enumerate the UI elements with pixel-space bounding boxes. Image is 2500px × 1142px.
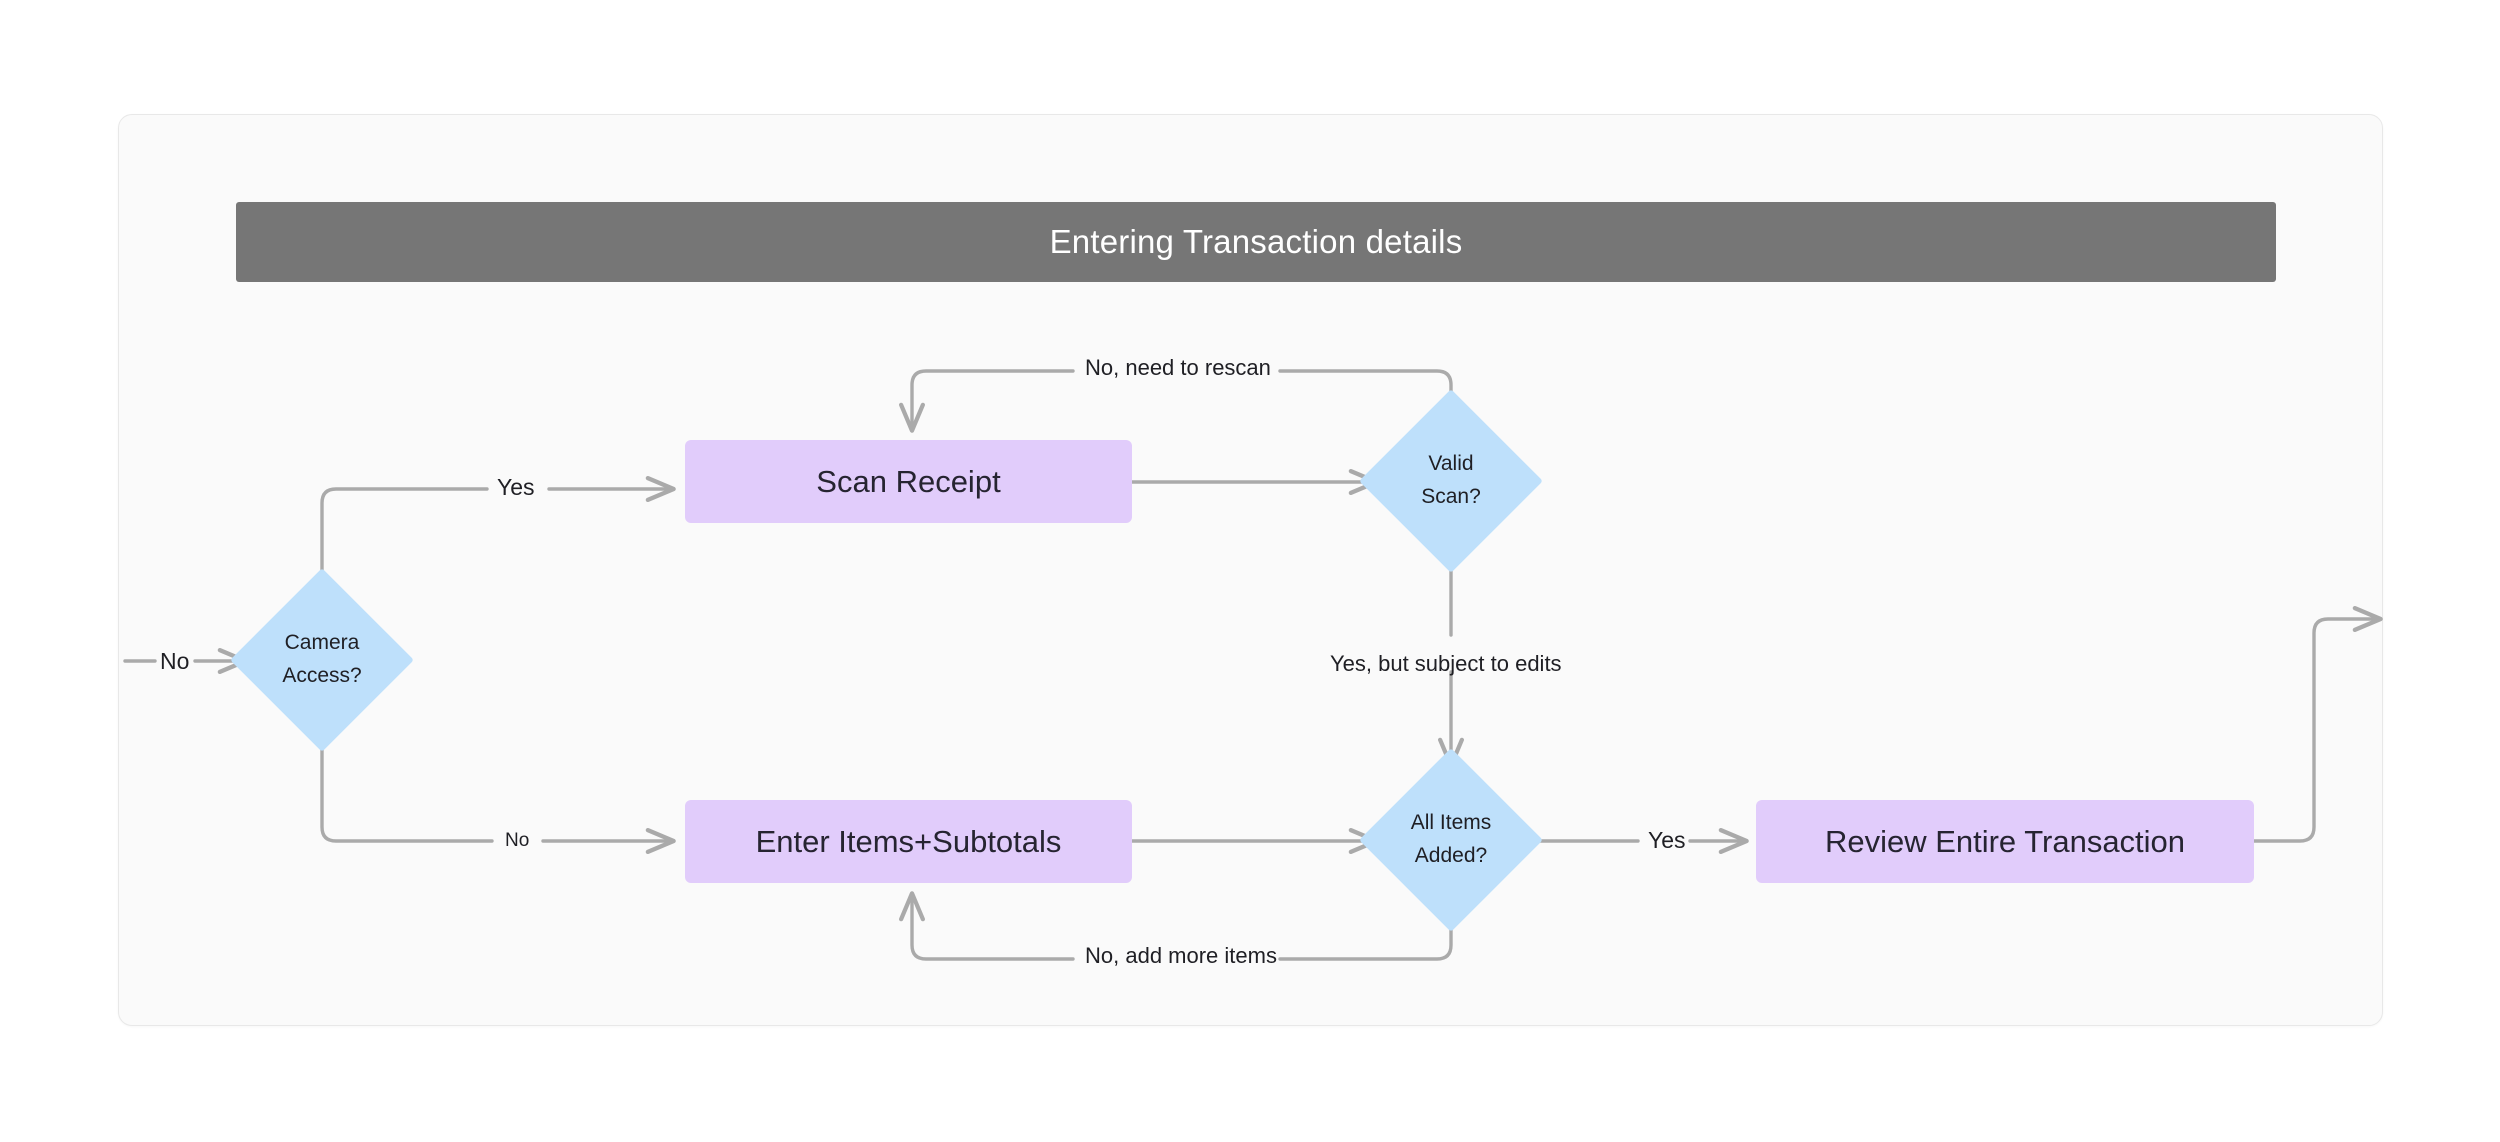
process-review-label: Review Entire Transaction (1824, 823, 2186, 859)
decision-camera-access[interactable]: Camera Access? (230, 568, 414, 752)
decision-label-line-2: Scan? (1421, 485, 1481, 508)
process-review-entire-transaction[interactable]: Review Entire Transaction (1756, 800, 2254, 883)
process-scan-receipt[interactable]: Scan Receipt (685, 440, 1132, 523)
edge-label-no-to-enter-items: No (505, 830, 530, 851)
decision-label-line-1: Camera (284, 631, 360, 655)
edge-label-entry-no: No (160, 648, 190, 674)
decision-all-items-label: All Items Added? (1411, 807, 1492, 872)
decision-valid-scan[interactable]: Valid Scan? (1359, 389, 1543, 573)
panel-title-bar: Entering Transaction details (236, 202, 2276, 282)
edge-label-yes-to-scan: Yes (497, 474, 535, 500)
edge-label-no-add-more-items: No, add more items (1085, 943, 1277, 968)
decision-label-line-1: All Items (1410, 811, 1492, 835)
edge-label-yes-but-subject-to-edits: Yes, but subject to edits (1330, 651, 1562, 676)
decision-label-line-1: Valid (1428, 452, 1474, 476)
process-scan-receipt-label: Scan Receipt (816, 463, 1001, 499)
decision-all-items-added[interactable]: All Items Added? (1359, 748, 1543, 932)
decision-valid-scan-label: Valid Scan? (1421, 448, 1481, 513)
decision-camera-access-label: Camera Access? (282, 627, 361, 692)
decision-label-line-2: Access? (282, 664, 362, 687)
edge-label-no-need-to-rescan: No, need to rescan (1085, 355, 1271, 380)
decision-label-line-2: Added? (1414, 844, 1488, 867)
panel-title-text: Entering Transaction details (1049, 223, 1463, 260)
process-enter-items-label: Enter Items+Subtotals (755, 823, 1062, 859)
edge-label-yes-to-review: Yes (1648, 827, 1686, 853)
process-enter-items-subtotals[interactable]: Enter Items+Subtotals (685, 800, 1132, 883)
